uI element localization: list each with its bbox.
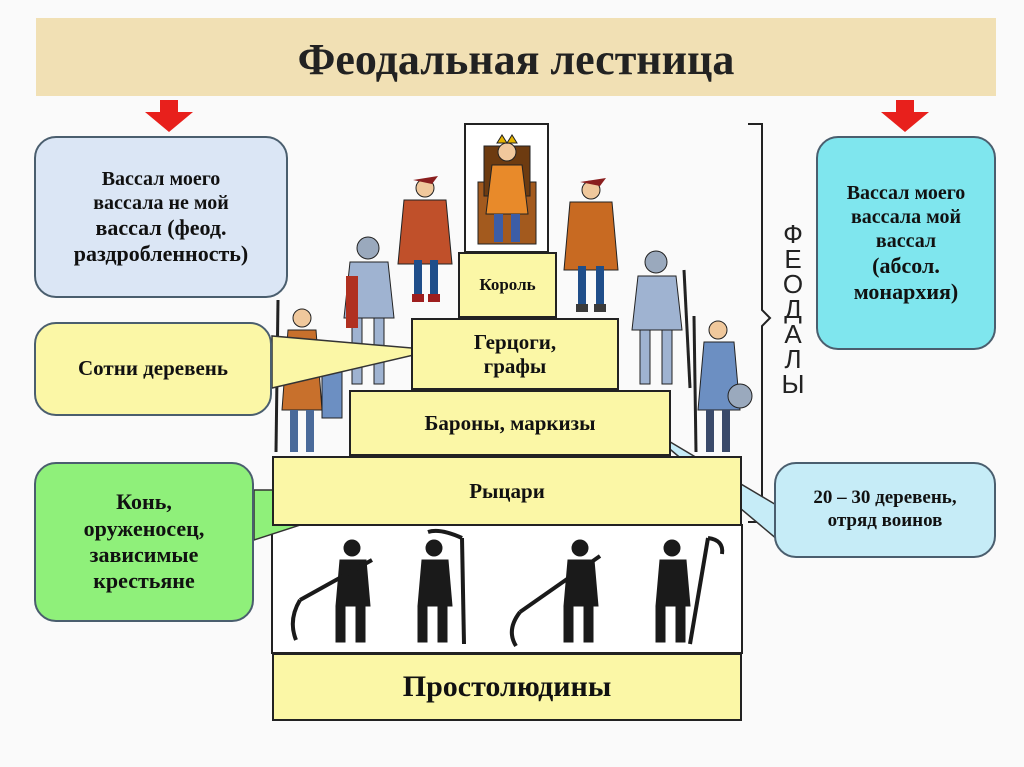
box-line: вассала не мой — [93, 191, 229, 214]
vertical-letter: Л — [784, 344, 802, 374]
box-line: отряд воинов — [827, 510, 943, 531]
box-line: Конь, — [116, 489, 172, 515]
box-line: Вассал моего — [101, 167, 221, 190]
step-knights: Рыцари — [272, 456, 742, 526]
feudal-bracket — [748, 123, 772, 523]
knight-figure-icon — [631, 250, 692, 389]
vertical-letter: Ы — [781, 369, 805, 399]
box-line: оруженосец, — [83, 515, 205, 541]
vertical-letter: О — [782, 269, 804, 299]
box-absolute-monarchy: Вассал моего вассала мой вассал (абсол. … — [816, 136, 996, 350]
box-villages-warriors: 20 – 30 деревень, отряд воинов — [774, 462, 996, 558]
box-line: 20 – 30 деревень, — [813, 487, 957, 509]
vertical-letter: А — [784, 319, 802, 349]
title-bar: Феодальная лестница — [36, 18, 996, 96]
box-line: Вассал моего — [846, 181, 966, 204]
step-dukes: Герцоги, графы — [411, 318, 619, 390]
step-commoners: Простолюдины — [272, 653, 742, 721]
box-line: раздробленность) — [73, 241, 249, 266]
step-king: Король — [458, 252, 557, 318]
noble-figure-icon — [397, 176, 453, 302]
page-title: Феодальная лестница — [297, 35, 735, 84]
box-line: зависимые — [89, 542, 199, 567]
box-feudal-fragmentation: Вассал моего вассала не мой вассал (феод… — [34, 136, 288, 298]
box-knight-possessions: Конь, оруженосец, зависимые крестьяне — [34, 462, 254, 622]
vertical-letter: Ф — [783, 219, 803, 249]
soldier-figure-icon — [692, 315, 753, 453]
box-line: вассал — [875, 229, 937, 252]
box-hundreds-villages: Сотни деревень — [34, 322, 272, 416]
box-line: крестьяне — [93, 568, 195, 594]
peasants-silhouettes-icon — [290, 528, 725, 648]
box-line: монархия) — [853, 279, 959, 304]
box-line: (абсол. — [872, 252, 940, 278]
step-dukes-line: графы — [483, 354, 547, 378]
king-figure-icon — [477, 134, 537, 245]
noble-figure-icon — [563, 178, 619, 312]
feudal-lords-vertical-label: Ф Е О Д А Л Ы — [778, 219, 808, 399]
vertical-letter: Е — [784, 244, 802, 274]
box-line: вассала мой — [850, 205, 962, 228]
box-line: вассал (феод. — [95, 214, 227, 240]
vertical-letter: Д — [784, 294, 802, 324]
step-barons: Бароны, маркизы — [349, 390, 671, 456]
step-dukes-line: Герцоги, — [473, 329, 557, 354]
callout-pointer-left-mid — [271, 335, 436, 389]
